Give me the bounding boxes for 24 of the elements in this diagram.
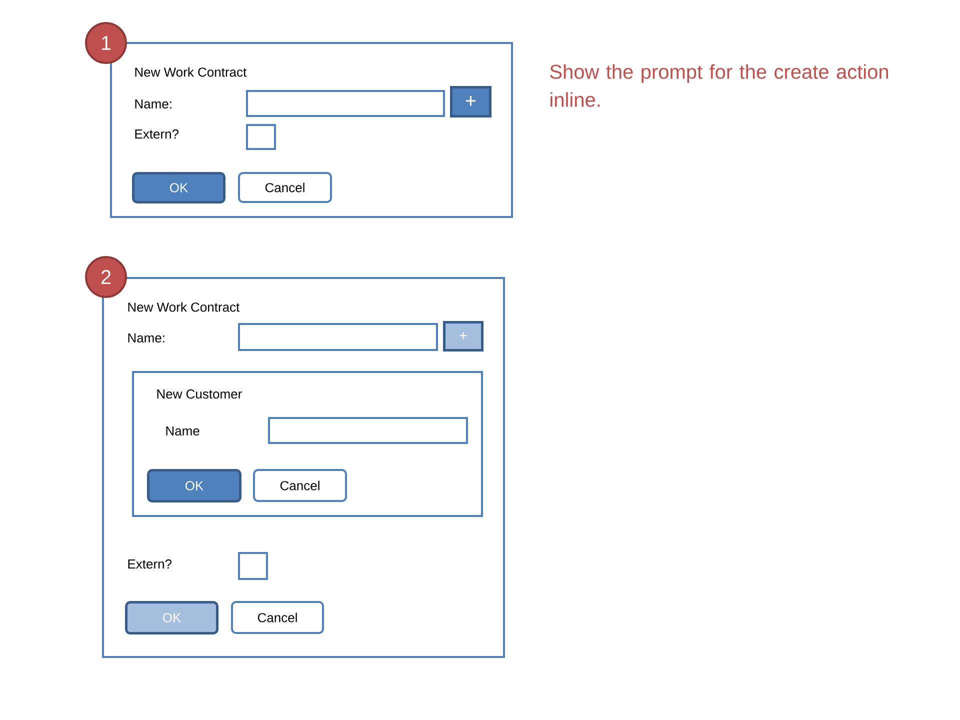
ok-button: OK [132, 172, 226, 204]
cancel-button: Cancel [238, 172, 332, 203]
text-field [268, 417, 468, 444]
step-badge: 2 [85, 256, 127, 298]
text-field [238, 323, 438, 351]
cancel-button: Cancel [253, 469, 347, 502]
ok-button: OK [147, 469, 242, 502]
checkbox [238, 552, 268, 580]
field-label: Name: [128, 333, 164, 343]
text-field [246, 90, 445, 117]
add-button: + [450, 86, 492, 118]
field-label: Extern? [128, 559, 172, 569]
field-label: Name: [135, 99, 172, 109]
checkbox [246, 124, 276, 150]
field-label: Name [166, 426, 200, 436]
note-text: Show the prompt for the create action inline. [550, 64, 888, 107]
dialog-title: New Work Contract [135, 67, 247, 77]
step-badge: 1 [85, 22, 127, 64]
dialog-title: New Customer [157, 389, 242, 399]
ok-button: OK [125, 601, 218, 634]
field-label: Extern? [135, 129, 179, 139]
cancel-button: Cancel [231, 601, 324, 634]
add-button: + [443, 321, 484, 352]
dialog-title: New Work Contract [128, 302, 240, 312]
